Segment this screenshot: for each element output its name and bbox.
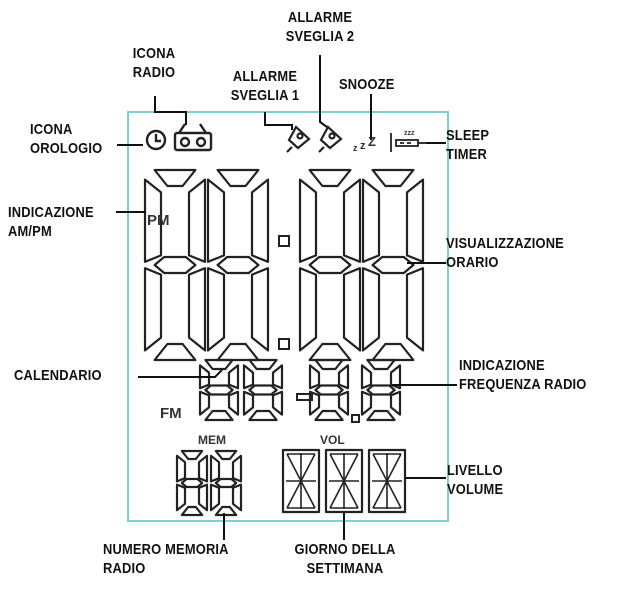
label-visualizzazione-orario: VISUALIZZAZIONE ORARIO	[446, 235, 564, 271]
weekday-char-2	[324, 448, 364, 514]
weekday-char-1	[281, 448, 321, 514]
frequency-digit-1	[198, 358, 240, 422]
weekday-char-3	[367, 448, 407, 514]
memory-digit-1	[175, 449, 209, 517]
svg-text:zzz: zzz	[404, 130, 415, 137]
memory-digit-2	[209, 449, 243, 517]
clock-icon	[145, 129, 167, 151]
vol-indicator: VOL	[320, 433, 345, 447]
svg-text:Z: Z	[368, 134, 376, 149]
label-allarme-sveglia-1: ALLARME SVEGLIA 1	[230, 68, 300, 104]
fm-indicator: FM	[160, 405, 182, 422]
callout-lines	[116, 55, 457, 540]
label-indicazione-ampm: INDICAZIONE AM/PM	[8, 204, 94, 240]
callout-icona-radio	[154, 96, 187, 125]
frequency-digit-4	[360, 358, 402, 422]
lcd-frame	[127, 111, 449, 522]
mem-indicator: MEM	[198, 433, 226, 447]
clock-colon-top	[278, 235, 290, 247]
clock-digit-3	[298, 168, 362, 362]
label-sleep-timer: SLEEP TIMER	[446, 127, 490, 163]
svg-text:z: z	[360, 140, 366, 152]
radio-icon	[173, 123, 213, 152]
alarm-1-bell-icon	[286, 125, 311, 153]
callout-calendario	[138, 369, 223, 378]
svg-text:z: z	[353, 143, 358, 153]
segment-layer	[143, 168, 425, 517]
label-indicazione-frequenza-radio: INDICAZIONE FREQUENZA RADIO	[459, 357, 587, 393]
alarm-2-bell-icon	[318, 125, 343, 153]
label-livello-volume: LIVELLO VOLUME	[447, 462, 504, 498]
clock-digit-4	[361, 168, 425, 362]
label-icona-radio: ICONA RADIO	[132, 45, 176, 81]
pm-indicator: PM	[147, 212, 170, 229]
frequency-digit-3	[308, 358, 350, 422]
label-snooze: SNOOZE	[339, 76, 395, 93]
label-allarme-sveglia-2: ALLARME SVEGLIA 2	[285, 9, 355, 45]
label-calendario: CALENDARIO	[14, 367, 102, 384]
clock-digit-2	[206, 168, 270, 362]
frequency-digit-2	[242, 358, 284, 422]
callout-allarme-2	[319, 55, 328, 128]
label-giorno-della-settimana: GIORNO DELLA SETTIMANA	[294, 541, 396, 577]
sleep-timer-icon: zzz	[390, 130, 426, 152]
clock-digit-1	[143, 168, 207, 362]
frequency-dash	[296, 393, 313, 401]
callout-allarme-1	[264, 112, 293, 130]
label-numero-memoria-radio: NUMERO MEMORIA RADIO	[103, 541, 229, 577]
label-icona-orologio: ICONA OROLOGIO	[30, 121, 103, 157]
clock-colon-bottom	[278, 338, 290, 350]
snooze-icon: z z Z	[353, 134, 376, 153]
frequency-decimal-point	[351, 414, 360, 423]
